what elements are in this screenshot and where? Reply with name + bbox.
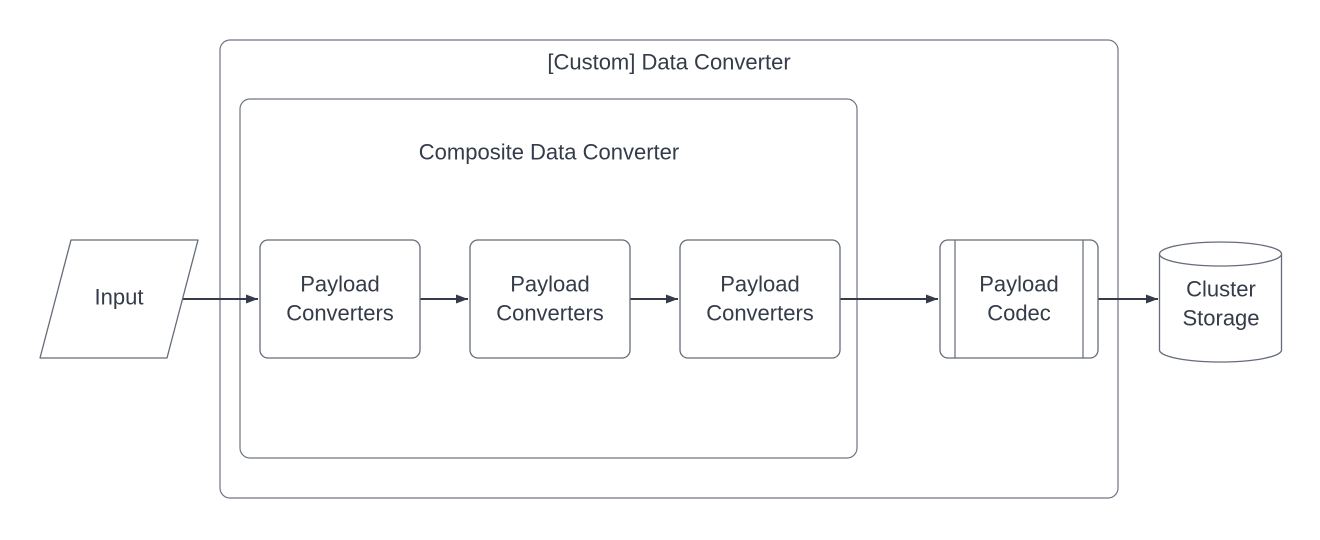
payload-converters-2-node <box>469 239 631 359</box>
payload-converters-3-node <box>679 239 841 359</box>
payload-codec-body <box>939 239 1099 359</box>
custom-data-converter-container <box>219 39 1119 499</box>
cluster-storage-top <box>1158 241 1283 267</box>
payload-codec-node <box>939 239 1099 359</box>
cluster-storage-node <box>1158 241 1283 363</box>
payload-converters-1-node <box>259 239 421 359</box>
input-node <box>39 239 199 359</box>
composite-data-converter-container <box>239 98 858 459</box>
cluster-storage-body <box>1158 254 1283 363</box>
